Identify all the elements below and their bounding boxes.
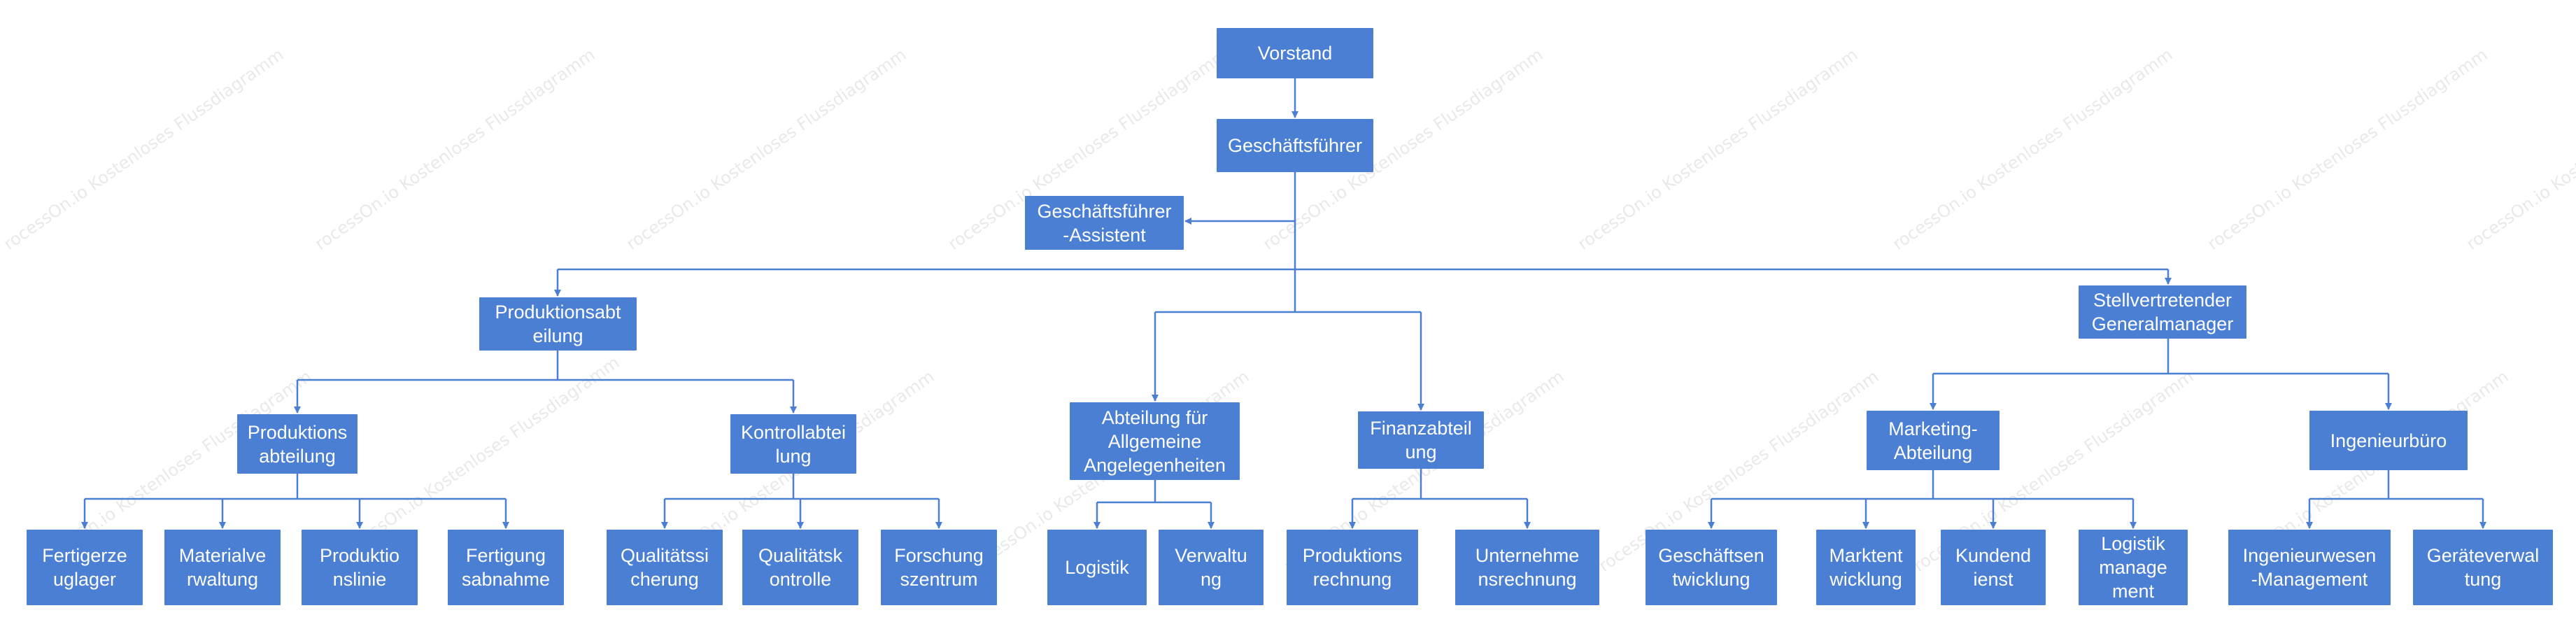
node-produktionslinie: Produktio nslinie — [302, 530, 418, 605]
node-geschaeftsfuehrer-assistent: Geschäftsführer -Assistent — [1025, 196, 1184, 250]
node-logistikmanagement: Logistik manage ment — [2079, 530, 2188, 605]
node-verwaltung: Verwaltu ng — [1159, 530, 1264, 605]
node-qualitaetssicherung: Qualitätssi cherung — [607, 530, 723, 605]
node-qualitaetskontrolle: Qualitätsk ontrolle — [742, 530, 858, 605]
node-geschaeftsentwicklung: Geschäftsen twicklung — [1646, 530, 1777, 605]
node-abteilung-allgemeine-angelegenheiten: Abteilung für Allgemeine Angelegenheiten — [1070, 402, 1240, 480]
node-kundendienst: Kundend ienst — [1941, 530, 2046, 605]
node-stellvertretender-generalmanager: Stellvertretender Generalmanager — [2079, 285, 2246, 339]
node-geschaeftsfuehrer: Geschäftsführer — [1217, 119, 1373, 172]
node-logistik: Logistik — [1047, 530, 1147, 605]
node-kontrollabteilung: Kontrollabtei lung — [730, 414, 856, 474]
node-vorstand: Vorstand — [1217, 28, 1373, 78]
node-produktionsabteilung-sub: Produktions abteilung — [237, 414, 358, 474]
node-fertigerzeuglager: Fertigerze uglager — [27, 530, 143, 605]
node-fertigungsabnahme: Fertigung sabnahme — [448, 530, 564, 605]
node-marketing-abteilung: Marketing- Abteilung — [1867, 411, 2000, 470]
node-produktionsrechnung: Produktions rechnung — [1287, 530, 1418, 605]
node-unternehmensrechnung: Unternehme nsrechnung — [1455, 530, 1599, 605]
node-produktionsabteilung: Produktionsabt eilung — [479, 297, 637, 351]
node-materialverwaltung: Materialve rwaltung — [164, 530, 281, 605]
node-marktentwicklung: Marktent wicklung — [1816, 530, 1916, 605]
node-ingenieurwesen-management: Ingenieurwesen -Management — [2228, 530, 2391, 605]
node-finanzabteilung: Finanzabteil ung — [1358, 411, 1484, 469]
node-ingenieurbuero: Ingenieurbüro — [2309, 411, 2468, 470]
node-geraeteverwaltung: Geräteverwal tung — [2413, 530, 2553, 605]
node-forschungszentrum: Forschung szentrum — [881, 530, 997, 605]
